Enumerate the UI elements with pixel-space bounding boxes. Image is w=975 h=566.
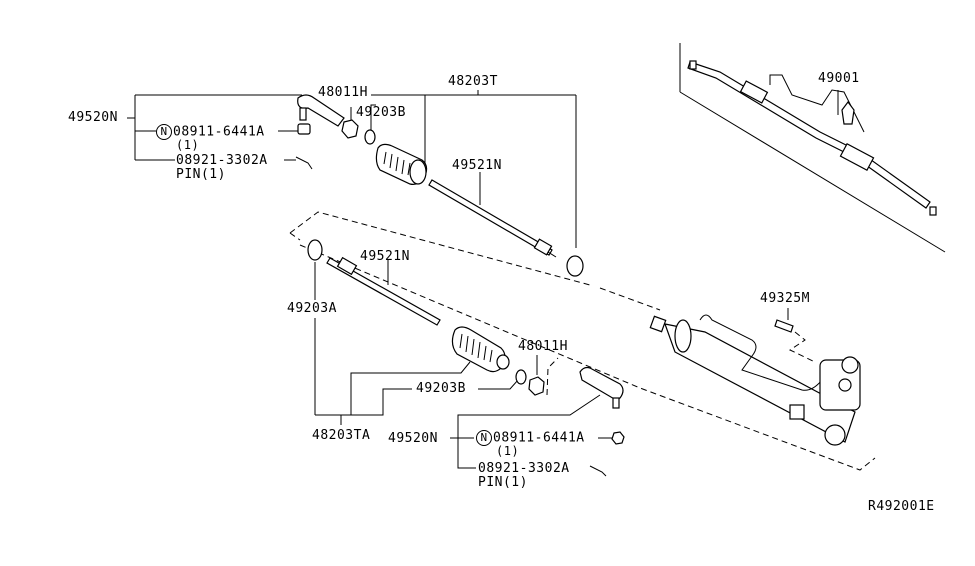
upper-pin-desc: PIN(1) xyxy=(176,167,226,182)
lower-tie-rod-end-label: 49520N xyxy=(388,431,438,446)
lower-nut-qty: (1) xyxy=(496,444,520,458)
lower-pin-desc: PIN(1) xyxy=(478,475,528,490)
lower-pin-label: 08921-3302A xyxy=(478,461,570,476)
upper-tie-rod-end xyxy=(295,94,345,170)
upper-boot-kit-bracket xyxy=(371,90,577,248)
upper-lock-nut xyxy=(341,107,359,139)
upper-clamp-right xyxy=(566,255,584,277)
lower-tie-rod-end xyxy=(450,366,625,477)
upper-boot xyxy=(375,143,428,185)
upper-nut-qty: (1) xyxy=(176,138,200,152)
upper-boot-clamp-label: 49203B xyxy=(356,105,406,120)
upper-pin-label: 08921-3302A xyxy=(176,153,268,168)
reference-code: R492001E xyxy=(868,499,935,514)
assembly-label: 49001 xyxy=(818,71,860,86)
n-badge-icon: N xyxy=(476,430,492,446)
upper-inner-socket xyxy=(428,172,557,258)
upper-nut-part: 08911-6441A xyxy=(173,124,265,140)
lower-clamp xyxy=(307,239,323,415)
lower-nut-part: 08911-6441A xyxy=(493,430,585,446)
upper-inner-socket-label: 49521N xyxy=(452,158,502,173)
assembly-inset xyxy=(679,43,946,253)
lower-lock-nut xyxy=(528,355,559,396)
lower-clamp-label: 49203A xyxy=(287,301,337,316)
lower-boot-clamp-label: 49203B xyxy=(416,381,466,396)
steering-gear-housing xyxy=(649,314,861,446)
lower-inner-socket xyxy=(326,256,441,326)
fitting-label: 49325M xyxy=(760,291,810,306)
upper-tie-rod-end-bracket xyxy=(127,94,302,161)
upper-lock-nut-label: 48011H xyxy=(318,85,368,100)
upper-boot-kit-label: 48203T xyxy=(448,74,498,89)
n-badge-icon: N xyxy=(156,124,172,140)
upper-tie-rod-end-label: 49520N xyxy=(68,110,118,125)
lower-boot-kit-label: 48203TA xyxy=(312,428,371,443)
lower-lock-nut-label: 48011H xyxy=(518,339,568,354)
fitting-49325m xyxy=(774,308,816,363)
lower-boot-clamp xyxy=(515,369,527,385)
upper-boot-clamp xyxy=(364,104,376,145)
lower-boot-kit-bracket xyxy=(315,361,519,425)
lower-inner-socket-label: 49521N xyxy=(360,249,410,264)
lower-boot xyxy=(451,326,510,373)
assembly-outline xyxy=(289,211,876,471)
